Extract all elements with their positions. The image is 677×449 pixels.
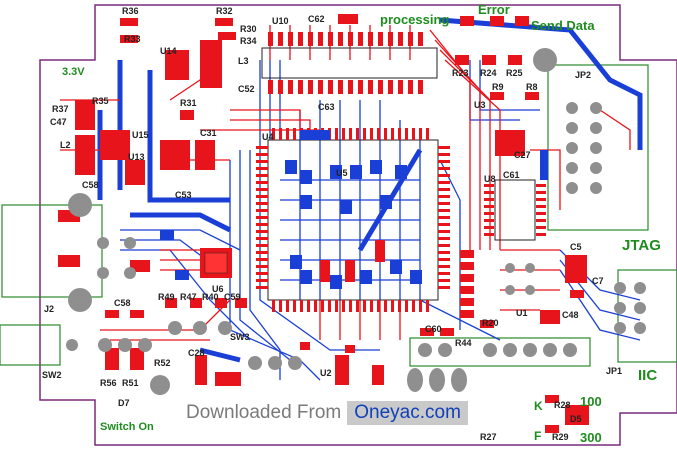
- refdes-c7: C7: [592, 276, 604, 286]
- refdes-r36: R36: [122, 6, 139, 16]
- refdes-r33: R33: [124, 34, 141, 44]
- refdes-r30: R30: [240, 24, 257, 34]
- refdes-u2: U2: [320, 368, 332, 378]
- refdes-r31: R31: [180, 98, 197, 108]
- label-k: K: [534, 399, 543, 413]
- label-100: 100: [580, 394, 602, 409]
- smd-components-top: [58, 14, 589, 433]
- top-copper-traces: [60, 25, 631, 341]
- refdes-c47: C47: [50, 117, 67, 127]
- refdes-sw3: SW3: [230, 332, 250, 342]
- refdes-d5: D5: [570, 414, 582, 424]
- through-hole-pads: [66, 48, 646, 395]
- refdes-r44: R44: [455, 338, 472, 348]
- label-error: Error: [478, 2, 510, 17]
- refdes-jp1: JP1: [606, 366, 622, 376]
- refdes-r27: R27: [480, 432, 497, 442]
- refdes-r40: R40: [202, 292, 219, 302]
- refdes-u1: U1: [516, 308, 528, 318]
- refdes-c58: C58: [82, 180, 99, 190]
- refdes-d7: D7: [118, 398, 130, 408]
- bottom-power-rails: [97, 17, 643, 363]
- refdes-r28: R28: [554, 400, 571, 410]
- refdes-u14: U14: [160, 46, 177, 56]
- refdes-c28: C28: [188, 348, 205, 358]
- refdes-r32: R32: [216, 6, 233, 16]
- refdes-c59: C59: [224, 292, 241, 302]
- refdes-jp2: JP2: [575, 70, 591, 80]
- smd-components-bottom: [160, 130, 548, 289]
- refdes-u13: U13: [128, 152, 145, 162]
- refdes-r29: R29: [552, 432, 569, 442]
- watermark-banner: Downloaded From Oneyac.com: [186, 398, 468, 428]
- refdes-r20: R20: [482, 318, 499, 328]
- refdes-r8: R8: [526, 82, 538, 92]
- board-outline: [39, 4, 677, 446]
- refdes-r25: R25: [506, 68, 523, 78]
- refdes-c58b: C58: [114, 298, 131, 308]
- label-switch-on: Switch On: [100, 421, 154, 433]
- refdes-c61: C61: [503, 170, 520, 180]
- refdes-r51: R51: [122, 378, 139, 388]
- refdes-u6: U6: [212, 284, 224, 294]
- label-send-data: Send Data: [531, 18, 595, 33]
- refdes-c48: C48: [562, 310, 579, 320]
- refdes-u8: U8: [484, 174, 496, 184]
- refdes-r37: R37: [52, 104, 69, 114]
- label-iic: IIC: [638, 367, 657, 384]
- label-3v3: 3.3V: [62, 66, 85, 78]
- refdes-c27: C27: [514, 150, 531, 160]
- refdes-u15: U15: [132, 130, 149, 140]
- label-300: 300: [580, 430, 602, 445]
- silkscreen-labels: processing Error Send Data 3.3V JTAG IIC…: [62, 2, 661, 445]
- refdes-c31: C31: [200, 128, 217, 138]
- refdes-j2: J2: [44, 304, 54, 314]
- refdes-r9: R9: [492, 82, 504, 92]
- refdes-c52: C52: [238, 84, 255, 94]
- refdes-c53: C53: [175, 190, 192, 200]
- silkscreen-refdes: R36 R32 R33 R30 R34 U10 C62 U14 L3 C52 R…: [42, 6, 622, 442]
- refdes-c5: C5: [570, 242, 582, 252]
- refdes-sw2: SW2: [42, 370, 62, 380]
- label-jtag: JTAG: [622, 237, 661, 254]
- refdes-c63: C63: [318, 102, 335, 112]
- label-processing: processing: [380, 12, 449, 27]
- watermark-site[interactable]: Oneyac.com: [347, 401, 468, 425]
- refdes-u4: U4: [262, 132, 274, 142]
- refdes-l3: L3: [238, 56, 249, 66]
- watermark-prefix: Downloaded From: [186, 402, 342, 423]
- refdes-r34: R34: [240, 36, 257, 46]
- refdes-u3: U3: [474, 100, 486, 110]
- refdes-l2: L2: [60, 140, 71, 150]
- refdes-r49: R49: [158, 292, 175, 302]
- refdes-r24: R24: [480, 68, 497, 78]
- refdes-r35: R35: [92, 96, 109, 106]
- chip-u10: [261, 32, 438, 94]
- refdes-u5: U5: [336, 168, 348, 178]
- refdes-u10: U10: [272, 16, 289, 26]
- chip-u8: [484, 179, 546, 241]
- label-f: F: [534, 429, 541, 443]
- chip-u6: [200, 248, 232, 278]
- refdes-c62: C62: [308, 14, 325, 24]
- refdes-c60: C60: [425, 324, 442, 334]
- refdes-r23: R23: [452, 68, 469, 78]
- refdes-r52: R52: [154, 358, 171, 368]
- refdes-r56: R56: [100, 378, 117, 388]
- refdes-r47: R47: [180, 292, 197, 302]
